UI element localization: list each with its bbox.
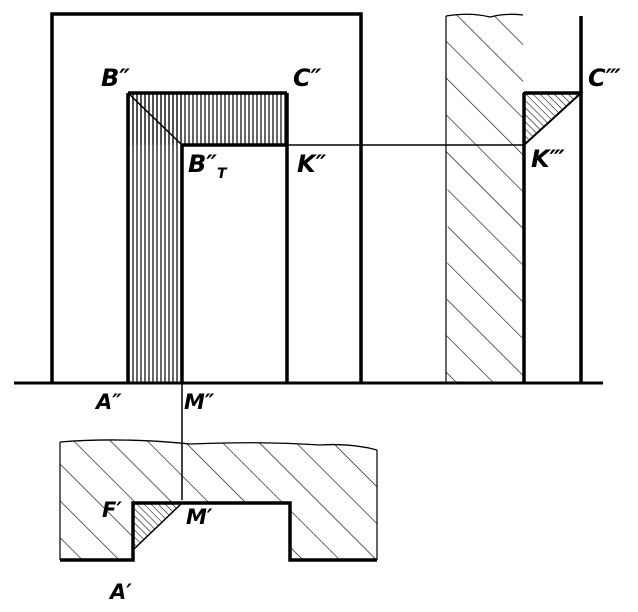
plan-niche-outline: [60, 501, 377, 562]
label-bt-main: B″: [188, 150, 218, 178]
label-a-top: A′: [110, 580, 132, 604]
front-outer-frame: [50, 12, 363, 383]
label-k-side: K‴: [531, 145, 565, 173]
label-c-front: C″: [293, 64, 322, 92]
plan-wall-section: [60, 439, 377, 560]
side-shadow-wedge: [523, 92, 584, 148]
label-bt-subscript: T: [217, 166, 227, 182]
side-wall-break-line: [445, 13, 524, 18]
label-m-top: M′: [186, 505, 213, 529]
label-a-front: A″: [96, 390, 122, 414]
side-view: [445, 13, 584, 383]
shadow-ray-b: [127, 92, 183, 146]
front-lintel-section: [128, 93, 287, 145]
front-view: [50, 12, 363, 383]
label-k-front: K″: [297, 150, 327, 178]
label-f-top: F′: [102, 498, 122, 522]
top-view: [59, 439, 378, 562]
side-wall-section: [445, 14, 524, 383]
plan-break-line: [59, 439, 378, 451]
plan-shadow-wedge: [132, 502, 184, 552]
label-m-front: M″: [184, 390, 215, 414]
label-c-side: C‴: [588, 64, 621, 92]
label-b-front: B″: [101, 64, 131, 92]
label-bt-front: B″T: [188, 152, 227, 181]
